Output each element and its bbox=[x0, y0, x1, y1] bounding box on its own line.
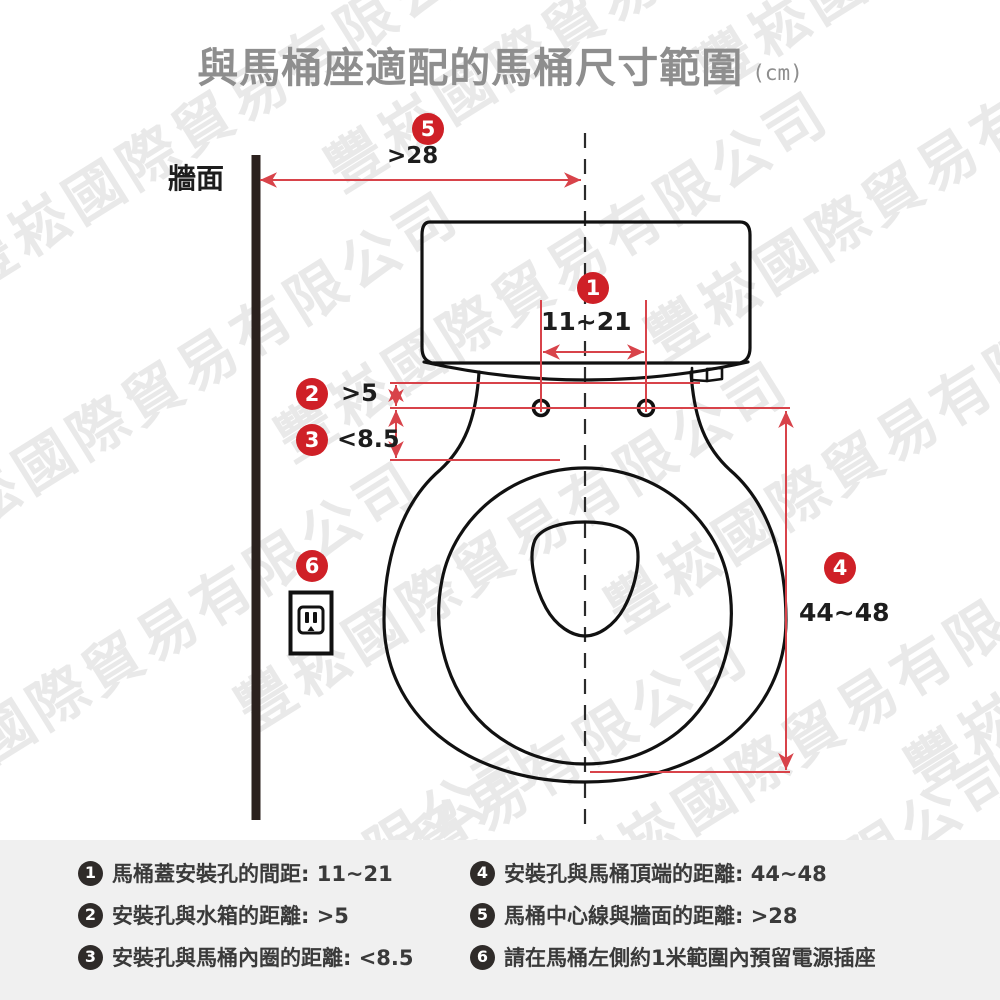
legend-item-text: 馬桶中心線與牆面的距離: >28 bbox=[504, 904, 798, 928]
legend-item-text: 安裝孔與水箱的距離: >5 bbox=[112, 904, 349, 928]
legend-item-text: 安裝孔與馬桶內圈的距離: <8.5 bbox=[112, 946, 414, 970]
bowl-inner-rim bbox=[437, 466, 733, 766]
legend-item: 4 安裝孔與馬桶頂端的距離: 44~48 bbox=[470, 852, 1000, 894]
legend-item-text: 馬桶蓋安裝孔的間距: 11~21 bbox=[112, 862, 393, 886]
power-outlet-icon bbox=[288, 590, 334, 656]
legend-panel: 1 馬桶蓋安裝孔的間距: 11~21 2 安裝孔與水箱的距離: >5 3 安裝孔… bbox=[0, 840, 1000, 1000]
legend-number-badge: 4 bbox=[470, 860, 495, 886]
bowl-outer bbox=[382, 370, 788, 784]
marker-5-badge: 5 bbox=[412, 113, 444, 145]
toilet-outline bbox=[382, 220, 788, 784]
legend-number-badge: 6 bbox=[470, 944, 495, 970]
dimension-1-label: 11~21 bbox=[541, 307, 632, 336]
legend-number-badge: 1 bbox=[78, 860, 103, 886]
dimension-5-label: >28 bbox=[387, 143, 439, 169]
page-title-unit: (cm) bbox=[752, 61, 803, 85]
legend-item: 3 安裝孔與馬桶內圈的距離: <8.5 bbox=[78, 936, 470, 978]
tank-bottom-lip bbox=[422, 360, 750, 382]
dimension-lines bbox=[260, 172, 794, 773]
page-title: 與馬桶座適配的馬桶尺寸範圍 (cm) bbox=[0, 34, 1000, 94]
legend-item: 1 馬桶蓋安裝孔的間距: 11~21 bbox=[78, 852, 470, 894]
legend-item: 2 安裝孔與水箱的距離: >5 bbox=[78, 894, 470, 936]
dimension-3-label: <8.5 bbox=[337, 425, 400, 453]
legend-column-right: 4 安裝孔與馬桶頂端的距離: 44~48 5 馬桶中心線與牆面的距離: >28 … bbox=[470, 852, 1000, 1000]
dimension-4-label: 44~48 bbox=[799, 598, 890, 627]
marker-4-badge: 4 bbox=[824, 552, 856, 584]
bowl-water-spot bbox=[530, 520, 640, 638]
legend-item: 6 請在馬桶左側約1米範圍內預留電源插座 bbox=[470, 936, 1000, 978]
legend-number-badge: 2 bbox=[78, 902, 103, 928]
marker-1-badge: 1 bbox=[577, 272, 609, 304]
page-title-text: 與馬桶座適配的馬桶尺寸範圍 bbox=[197, 44, 744, 92]
wall-label: 牆面 bbox=[168, 162, 225, 195]
legend-number-badge: 5 bbox=[470, 902, 495, 928]
dimension-2-label: >5 bbox=[341, 379, 378, 407]
legend-number-badge: 3 bbox=[78, 944, 103, 970]
marker-6-badge: 6 bbox=[296, 550, 328, 582]
marker-2-badge: 2 bbox=[296, 378, 328, 410]
tank-hinge-tab-2 bbox=[705, 366, 724, 383]
legend-column-left: 1 馬桶蓋安裝孔的間距: 11~21 2 安裝孔與水箱的距離: >5 3 安裝孔… bbox=[0, 852, 470, 1000]
legend-item-text: 安裝孔與馬桶頂端的距離: 44~48 bbox=[504, 862, 827, 886]
legend-item-text: 請在馬桶左側約1米範圍內預留電源插座 bbox=[504, 946, 876, 970]
marker-3-badge: 3 bbox=[296, 424, 328, 456]
legend-item: 5 馬桶中心線與牆面的距離: >28 bbox=[470, 894, 1000, 936]
